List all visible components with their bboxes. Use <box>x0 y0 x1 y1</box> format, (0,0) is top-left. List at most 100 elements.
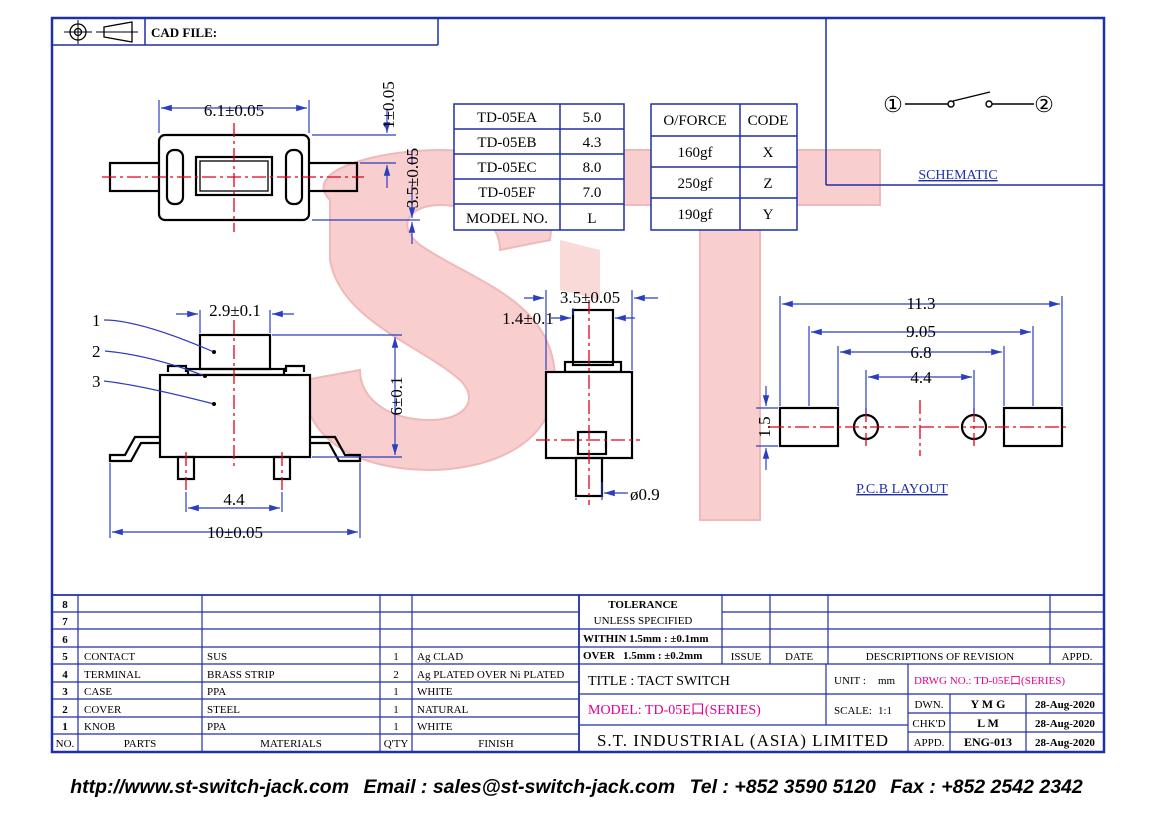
scale-value: 1:1 <box>878 705 892 717</box>
model-row-1-l: 5.0 <box>583 110 602 126</box>
bom-header-finish: FINISH <box>478 738 514 750</box>
side-view-centerlines <box>536 300 640 505</box>
schematic-box <box>825 18 1104 186</box>
bom-row-2-no: 2 <box>62 704 68 716</box>
schematic-pin1: ① <box>883 92 903 117</box>
bom-row-3-no: 3 <box>62 686 68 698</box>
title-text: TITLE : TACT SWITCH <box>588 674 730 689</box>
dim-top-width: 6.1±0.05 <box>204 101 264 120</box>
dimension-texts: 6.1±0.05 1±0.05 3.5±0.05 2.9±0.1 6±0.1 4… <box>92 81 936 542</box>
revision-desc: DESCRIPTIONS OF REVISION <box>866 651 1015 663</box>
bom-row-7-no: 7 <box>62 616 68 628</box>
projection-symbol-icon <box>64 20 138 44</box>
scale-label: SCALE: <box>834 705 872 717</box>
cad-header <box>52 18 439 46</box>
dim-pcb-total: 11.3 <box>906 294 935 313</box>
front-view-centerlines <box>185 320 283 490</box>
model-row-4-model: TD-05EF <box>478 185 536 201</box>
tel-text: Tel : +852 3590 5120 <box>689 776 876 798</box>
model-row-5-l: L <box>587 211 596 227</box>
appd-label: APPD. <box>914 737 945 749</box>
bom-row-2-finish: NATURAL <box>417 704 469 716</box>
bom-row-5-finish: Ag CLAD <box>417 651 463 663</box>
schematic-pin2: ② <box>1034 92 1054 117</box>
bom-texts: 8 7 6 5 CONTACT SUS 1 Ag CLAD 4 TERMINAL… <box>56 599 565 750</box>
bom-row-3-finish: WHITE <box>417 686 453 698</box>
bom-row-5-qty: 1 <box>393 651 399 663</box>
drawing-number: DRWG NO.: TD-05E口(SERIES) <box>914 675 1065 687</box>
dwn-value: Y M G <box>971 697 1006 711</box>
tolerance-title: TOLERANCE <box>608 599 677 611</box>
model-row-5-model: MODEL NO. <box>466 211 548 227</box>
bom-row-4-finish: Ag PLATED OVER Ni PLATED <box>417 669 564 681</box>
dim-pin-pitch: 4.4 <box>223 490 245 509</box>
title-texts: TITLE : TACT SWITCH MODEL: TD-05E口(SERIE… <box>588 674 1095 750</box>
model-row-3-model: TD-05EC <box>477 160 536 176</box>
top-view-centerlines <box>102 123 364 232</box>
pcb-centerlines <box>770 400 1070 456</box>
fax-text: Fax : +852 2542 2342 <box>890 776 1083 798</box>
bom-row-4-part: TERMINAL <box>84 669 141 681</box>
bom-row-5-material: SUS <box>207 651 227 663</box>
bom-row-8-no: 8 <box>62 599 68 611</box>
chkd-label: CHK'D <box>912 718 945 730</box>
leader-dots <box>203 350 216 406</box>
email-text[interactable]: Email : sales@st-switch-jack.com <box>363 776 676 798</box>
force-row-3-force: 190gf <box>678 207 713 223</box>
model-row-2-l: 4.3 <box>583 135 602 151</box>
bom-row-2-part: COVER <box>84 704 122 716</box>
bom-row-3-part: CASE <box>84 686 112 698</box>
chkd-value: L M <box>977 716 999 730</box>
tolerance-within: WITHIN 1.5mm : ±0.1mm <box>583 633 709 645</box>
bom-row-5-part: CONTACT <box>84 651 135 663</box>
model-table: TD-05EA 5.0 TD-05EB 4.3 TD-05EC 8.0 TD-0… <box>453 103 625 231</box>
dim-top-gap: 1±0.05 <box>379 81 398 129</box>
dwn-label: DWN. <box>914 699 943 711</box>
dim-pin-dia: ø0.9 <box>630 485 660 504</box>
bom-row-3-qty: 1 <box>393 686 399 698</box>
tolerance-over: OVER 1.5mm : ±0.2mm <box>583 650 702 662</box>
bom-row-1-finish: WHITE <box>417 721 453 733</box>
revision-issue: ISSUE <box>731 651 762 663</box>
switch-symbol-icon <box>905 91 1034 108</box>
force-row-2-force: 250gf <box>678 176 713 192</box>
sheet-border <box>50 16 1106 754</box>
bom-row-6-no: 6 <box>62 634 68 646</box>
bom-row-4-qty: 2 <box>393 669 399 681</box>
revision-date: DATE <box>785 651 813 663</box>
bom-header-part: PARTS <box>124 738 157 750</box>
schematic-label: SCHEMATIC <box>918 168 997 183</box>
cad-file-label: CAD FILE: <box>151 25 217 40</box>
company-name: S.T. INDUSTRIAL (ASIA) LIMITED <box>597 731 889 750</box>
appd-value: ENG-013 <box>964 735 1012 749</box>
bom-row-4-no: 4 <box>62 669 68 681</box>
dim-top-height: 3.5±0.05 <box>403 148 422 208</box>
bom-row-4-material: BRASS STRIP <box>207 669 275 681</box>
force-header-force: O/FORCE <box>663 113 726 129</box>
dim-total-width: 10±0.05 <box>207 523 263 542</box>
dimension-lines <box>103 100 1063 538</box>
appd-date: 28-Aug-2020 <box>1035 737 1095 749</box>
dim-pcb-inner: 9.05 <box>906 322 936 341</box>
dim-pcb-pad: 1.5 <box>755 416 774 437</box>
bom-row-5-no: 5 <box>62 651 68 663</box>
tolerance-revision-texts: TOLERANCE UNLESS SPECIFIED WITHIN 1.5mm … <box>583 599 1093 663</box>
bom-header-no: NO. <box>56 738 75 750</box>
website-link[interactable]: http://www.st-switch-jack.com <box>70 776 350 798</box>
bom-row-2-qty: 1 <box>393 704 399 716</box>
force-row-1-force: 160gf <box>678 145 713 161</box>
bom-header-qty: Q'TY <box>384 738 409 750</box>
model-row-3-l: 8.0 <box>583 160 602 176</box>
part-number-1: 1 <box>92 311 101 330</box>
force-header-code: CODE <box>748 113 789 129</box>
tolerance-subtitle: UNLESS SPECIFIED <box>594 615 693 627</box>
bom-row-1-material: PPA <box>207 721 226 733</box>
model-text: MODEL: TD-05E口(SERIES) <box>588 703 761 718</box>
bom-header-material: MATERIALS <box>260 738 322 750</box>
dim-pcb-mid: 6.8 <box>910 343 931 362</box>
pcb-layout-label: P.C.B LAYOUT <box>856 482 948 497</box>
model-row-4-l: 7.0 <box>583 185 602 201</box>
force-row-3-code: Y <box>763 207 774 223</box>
model-row-1-model: TD-05EA <box>477 110 537 126</box>
